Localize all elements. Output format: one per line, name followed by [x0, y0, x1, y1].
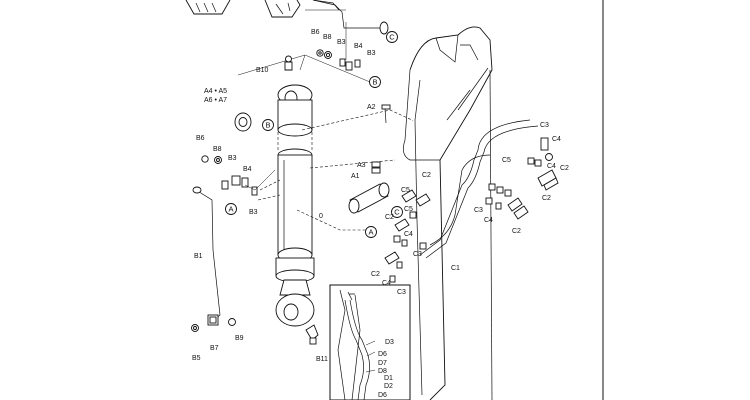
fitting-c3-upper	[540, 137, 549, 151]
label-c5: C5	[401, 187, 410, 194]
pin-a1	[348, 182, 390, 214]
fitting-group-mid	[485, 183, 529, 220]
fitting-c5-upper	[527, 157, 542, 167]
bolt-a2	[381, 104, 391, 124]
label-d1: D1	[384, 375, 393, 382]
clamp-b4-left	[231, 175, 249, 188]
label-b3: B3	[367, 50, 376, 57]
fitting-c4-upper	[545, 153, 553, 161]
svg-text:C: C	[389, 33, 395, 42]
label-a4-a5: A4 • A5	[204, 88, 227, 95]
label-b6: B6	[196, 135, 205, 142]
label-c2: C2	[512, 228, 521, 235]
hydraulic-cylinder	[275, 84, 315, 327]
label-d8: D8	[378, 368, 387, 375]
bucket-teeth-part	[185, 0, 231, 15]
bolt-b6-left	[201, 155, 209, 163]
callout-c-mid: C	[391, 206, 403, 218]
label-b7: B7	[210, 345, 219, 352]
callout-b-mid: B	[262, 119, 274, 131]
label-c5: C5	[404, 206, 413, 213]
label-c2: C2	[371, 271, 380, 278]
label-b4: B4	[243, 166, 252, 173]
label-b8: B8	[213, 146, 222, 153]
label-d3: D3	[385, 339, 394, 346]
bolt-b6-top	[316, 49, 324, 57]
shim-a3	[371, 161, 381, 174]
label-c1: C1	[451, 265, 460, 272]
svg-text:A: A	[228, 205, 233, 214]
clamp-b4-top	[354, 59, 361, 68]
label-b6: B6	[311, 29, 320, 36]
label-b1: B1	[194, 253, 203, 260]
fitting-group-left	[384, 189, 431, 283]
label-d7: D7	[378, 360, 387, 367]
hose-pair	[419, 119, 539, 259]
label-a2: A2	[367, 104, 376, 111]
adapter-part	[264, 0, 301, 18]
label-c3: C3	[397, 289, 406, 296]
callout-c-top: C	[386, 31, 398, 43]
washer-b8-left	[214, 156, 222, 164]
bolt-b5	[191, 324, 199, 332]
label-b3: B3	[337, 39, 346, 46]
label-b9: B9	[235, 335, 244, 342]
label-a1: A1	[351, 173, 360, 180]
clamp-b3-top	[339, 58, 353, 71]
label-d6: D6	[378, 351, 387, 358]
label-c4: C4	[382, 280, 391, 287]
svg-text:C: C	[394, 208, 400, 217]
label-c4: C4	[552, 136, 561, 143]
label-b3: B3	[249, 209, 258, 216]
label-b10: B10	[256, 67, 269, 74]
fitting-c2-upper	[537, 169, 559, 191]
arm-structure	[403, 26, 493, 400]
callout-a-left: A	[225, 203, 237, 215]
clamp-b7	[207, 314, 219, 326]
label-a6-a7: A6 • A7	[204, 97, 227, 104]
svg-text:B: B	[265, 121, 270, 130]
label-c3: C3	[474, 207, 483, 214]
callout-a-mid: A	[365, 226, 377, 238]
label-b11: B11	[316, 356, 328, 363]
detail-inset	[329, 284, 411, 400]
svg-text:A: A	[368, 228, 373, 237]
svg-text:B: B	[372, 78, 377, 87]
clamp-b3-left	[221, 180, 258, 196]
label-c2: C2	[422, 172, 431, 179]
callout-b-top: B	[369, 76, 381, 88]
top-pipe	[312, 0, 380, 29]
label-b4: B4	[354, 43, 363, 50]
elbow-b11	[305, 324, 319, 345]
washer-b8-top	[324, 51, 332, 59]
label-a3: A3	[357, 162, 366, 169]
label-c2: C2	[560, 165, 569, 172]
label-b8: B8	[323, 34, 332, 41]
label-d2: D2	[384, 383, 393, 390]
label-c2: C2	[542, 195, 551, 202]
label-d6: D6	[378, 392, 387, 399]
label-b3: B3	[228, 155, 237, 162]
label-c5: C5	[502, 157, 511, 164]
label-c4: C4	[404, 231, 413, 238]
grease-fitting-b10	[284, 55, 293, 71]
label-c4: C4	[484, 217, 493, 224]
label-c2: C2	[385, 214, 394, 221]
oring-b9	[228, 318, 236, 326]
label-c3: C3	[540, 122, 549, 129]
label-part-zero: 0	[319, 213, 323, 220]
label-c4: C4	[547, 163, 556, 170]
label-c3: C3	[413, 251, 422, 258]
label-b5: B5	[192, 355, 201, 362]
